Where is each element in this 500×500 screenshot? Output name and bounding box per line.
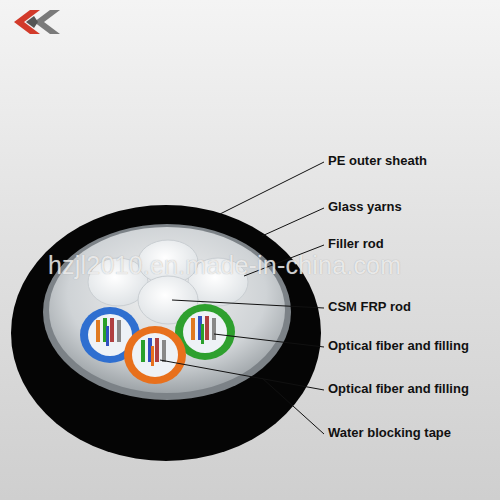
part-label: Filler rod: [328, 236, 384, 252]
part-label: Water blocking tape: [328, 425, 451, 441]
part-label: CSM FRP rod: [328, 299, 411, 315]
part-label: Optical fiber and filling: [328, 381, 469, 397]
fiber-tube: [124, 326, 186, 384]
part-label: Glass yarns: [328, 199, 402, 215]
logo: [14, 10, 60, 34]
part-label: PE outer sheath: [328, 153, 427, 169]
watermark: hzjl2010.en.made-in-china.com: [48, 251, 401, 279]
leader-lines: [160, 162, 324, 434]
glass-yarns: [43, 224, 291, 400]
pe-sheath: [11, 205, 321, 461]
part-label: Optical fiber and filling: [328, 338, 469, 354]
